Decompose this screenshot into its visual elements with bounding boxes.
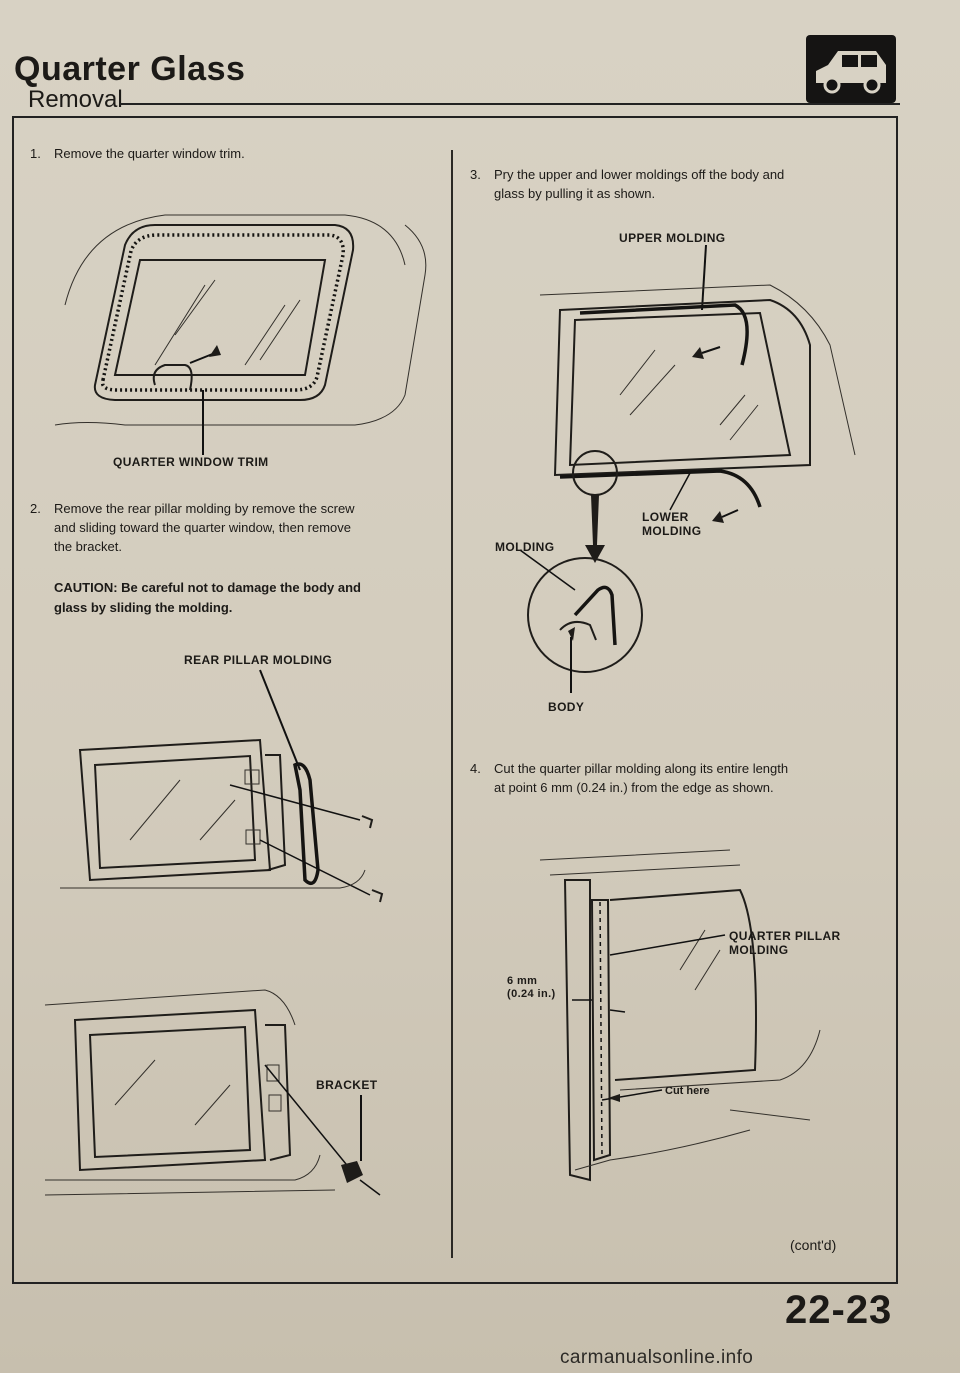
bracket-label: BRACKET [316,1078,378,1092]
column-divider [451,150,453,1258]
step-2-number: 2. [30,501,41,516]
bracket-figure [44,989,381,1196]
caution-note: CAUTION: Be careful not to damage the bo… [54,578,361,617]
caution-line-2: glass by sliding the molding. [54,599,233,615]
step-1: 1. Remove the quarter window trim. [30,145,245,164]
cut-here-label: Cut here [665,1085,710,1097]
quarter-window-trim-label: QUARTER WINDOW TRIM [113,455,269,469]
continued-note: (cont'd) [790,1237,837,1253]
step-1-number: 1. [30,146,41,161]
step-3-line-2: glass by pulling it as shown. [494,185,656,201]
step-4-line-2: at point 6 mm (0.24 in.) from the edge a… [494,779,774,795]
quarter-pillar-molding-label: QUARTER PILLAR MOLDING [729,929,841,958]
page-number: 22-23 [785,1288,893,1332]
content-frame-right [896,116,898,1283]
dimension-label-in: (0.24 in.) [507,988,556,1001]
moldings-figure [519,244,856,693]
dimension-label: 6 mm (0.24 in.) [507,975,556,1001]
step-2: 2. Remove the rear pillar molding by remo… [30,500,355,557]
content-frame-left [12,116,14,1283]
quarter-pillar-molding-figure [539,849,821,1182]
upper-molding-label: UPPER MOLDING [619,231,726,245]
rear-pillar-molding-figure [60,669,384,903]
car-side-icon [806,35,896,103]
step-2-line-3: the bracket. [54,538,122,554]
step-2-line-1: Remove the rear pillar molding by remove… [54,501,355,516]
step-4-number: 4. [470,761,481,776]
dimension-label-mm: 6 mm [507,975,538,987]
molding-label: MOLDING [495,540,555,554]
caution-line-1: CAUTION: Be careful not to damage the bo… [54,580,361,595]
quarter-pillar-molding-label-line-1: QUARTER PILLAR [729,929,841,943]
watermark-text: carmanualsonline.info [560,1347,754,1368]
step-2-line-2: and sliding toward the quarter window, t… [54,519,352,535]
body-label: BODY [548,700,585,714]
step-4-line-1: Cut the quarter pillar molding along its… [494,761,789,776]
header-rule [120,103,900,105]
section-subtitle: Removal [28,86,123,113]
lower-molding-label-line-1: LOWER [642,510,689,524]
step-4: 4. Cut the quarter pillar molding along i… [470,760,788,798]
quarter-pillar-molding-label-line-2: MOLDING [729,943,789,958]
lower-molding-label: LOWER MOLDING [642,510,701,539]
step-3-line-1: Pry the upper and lower moldings off the… [494,167,785,182]
step-3-number: 3. [470,167,481,182]
content-frame-bottom [12,1282,898,1284]
page-title: Quarter Glass [14,50,246,88]
quarter-window-trim-figure [54,214,427,455]
step-1-text: Remove the quarter window trim. [54,146,245,161]
step-3: 3. Pry the upper and lower moldings off t… [470,166,784,204]
content-frame-top [12,116,898,118]
lower-molding-label-line-2: MOLDING [642,524,702,539]
rear-pillar-molding-label: REAR PILLAR MOLDING [184,653,333,667]
